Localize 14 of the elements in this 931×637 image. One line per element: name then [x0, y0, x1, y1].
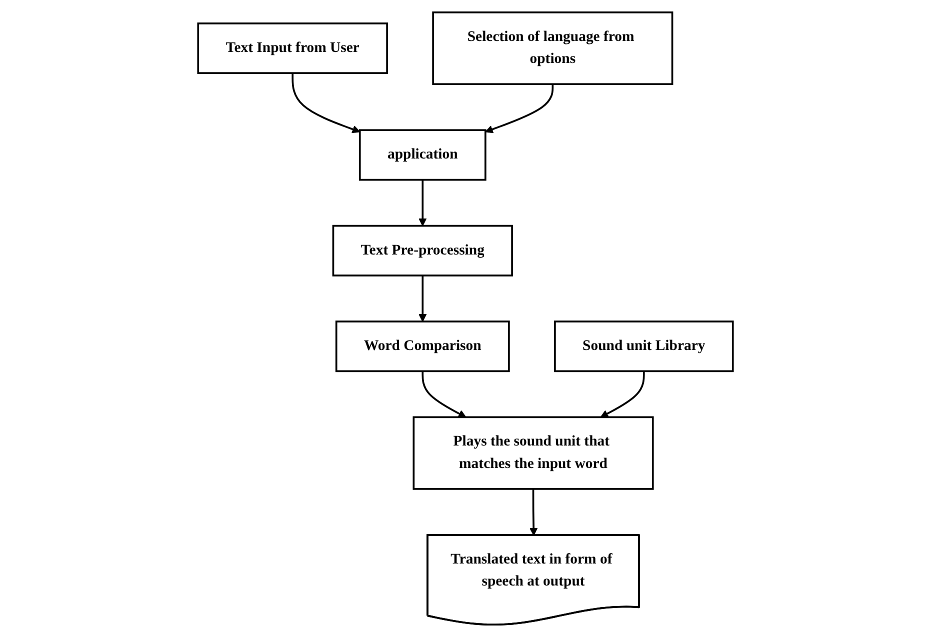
arrow [418, 276, 427, 322]
arrow [418, 180, 427, 226]
arrow [422, 371, 466, 418]
node-box: Text Input from User [197, 22, 388, 74]
node-box: Text Pre-processing [332, 224, 513, 276]
node-box: Sound unit Library [554, 320, 734, 372]
arrow [600, 371, 645, 418]
node-box: Word Comparison [335, 320, 510, 372]
node-box: Selection of language from options [432, 11, 674, 86]
arrow [530, 488, 538, 536]
arrow [292, 73, 360, 134]
arrow [485, 84, 554, 134]
node-box: Plays the sound unit that matches the input word [412, 416, 654, 490]
node-box: application [358, 129, 486, 181]
